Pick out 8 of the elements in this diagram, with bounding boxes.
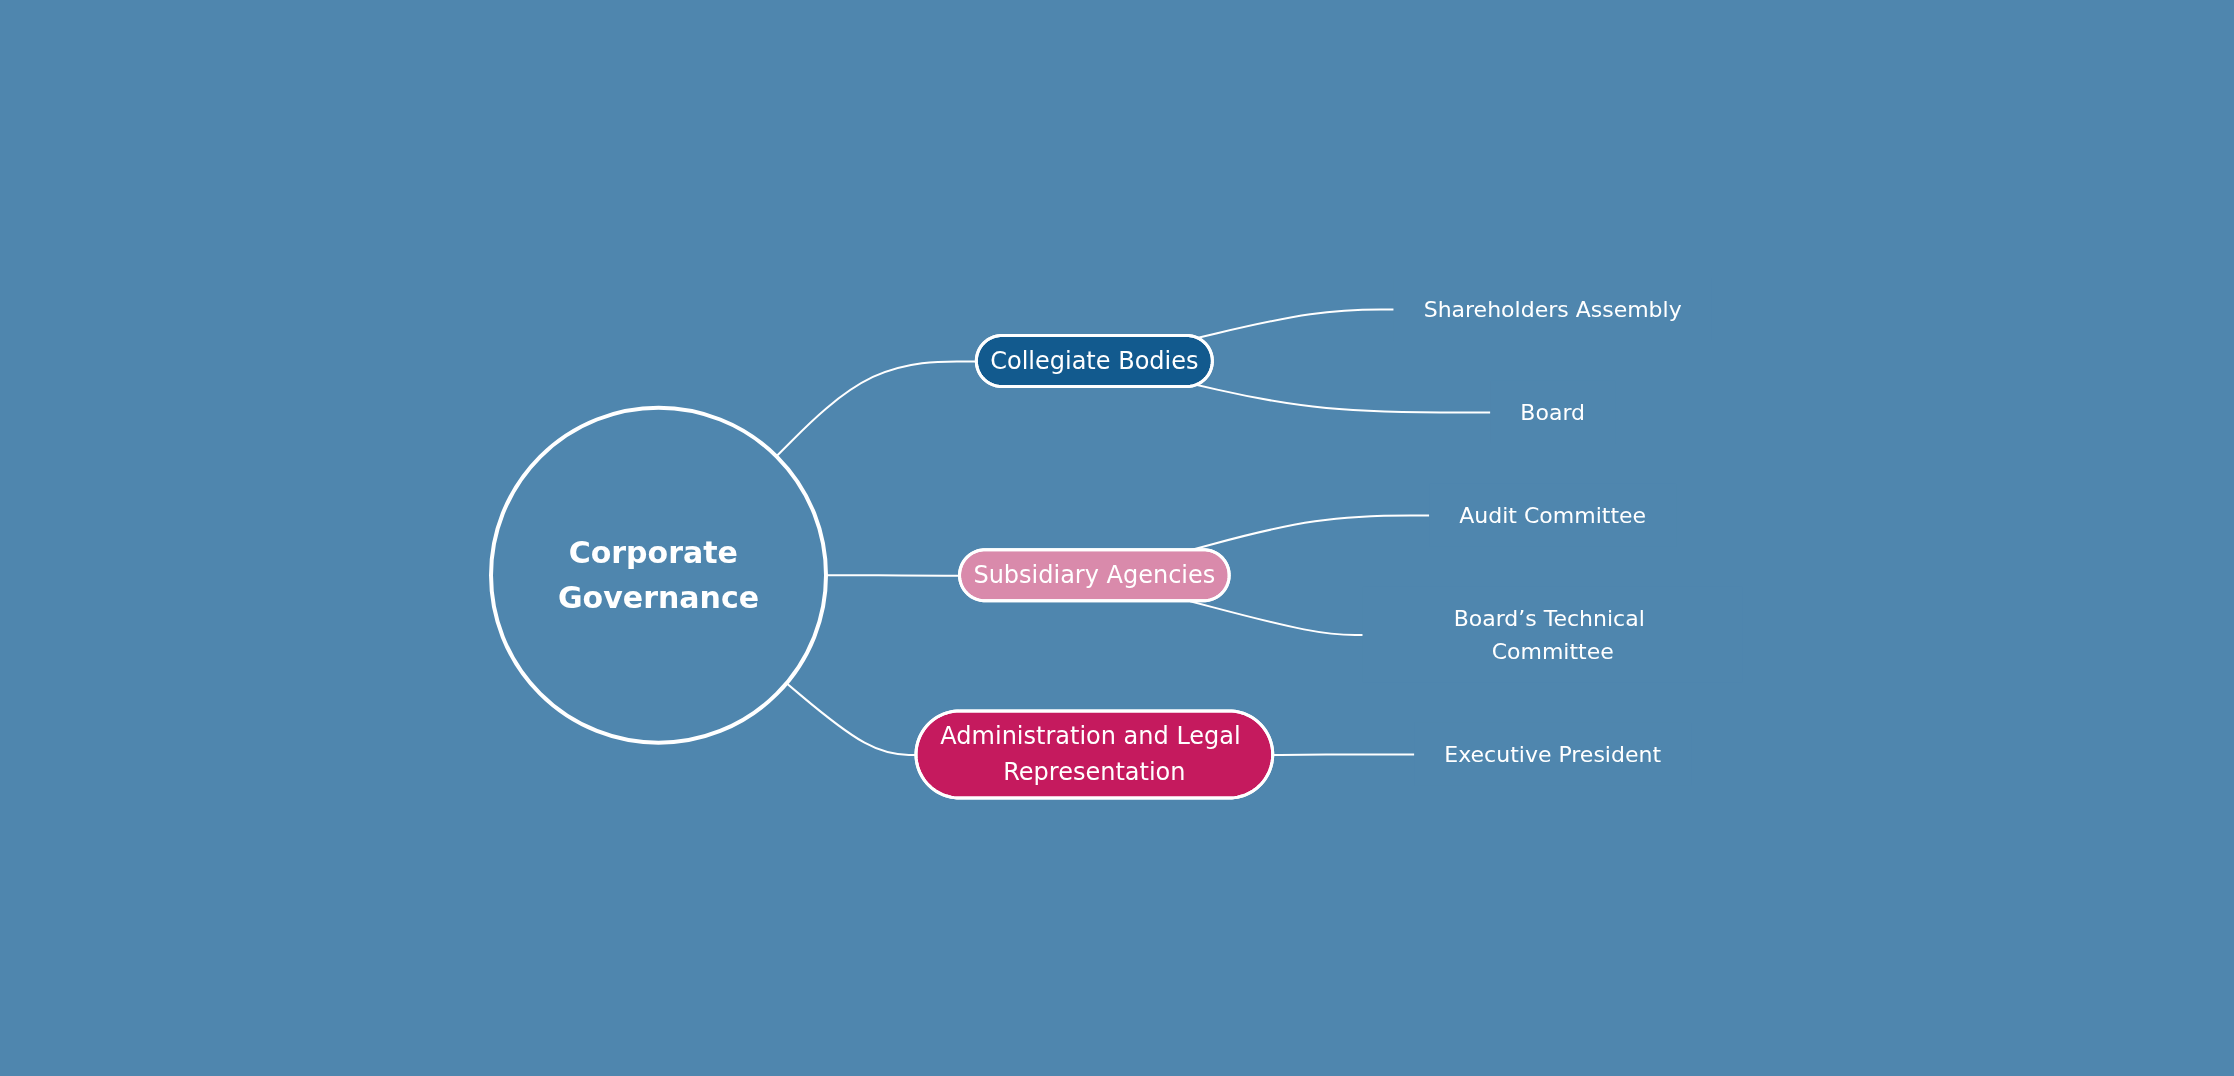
connector [1272,753,1416,756]
node-text: Board’s Technical Committee [1453,605,1645,664]
node-text: Board [1520,400,1586,425]
node-text: Audit Committee [1459,502,1647,528]
connector [1196,384,1492,414]
node-text: Executive President [1444,741,1662,767]
node-text: Shareholders Assembly [1423,297,1682,322]
node-circle: Corporate Governance [489,405,829,745]
